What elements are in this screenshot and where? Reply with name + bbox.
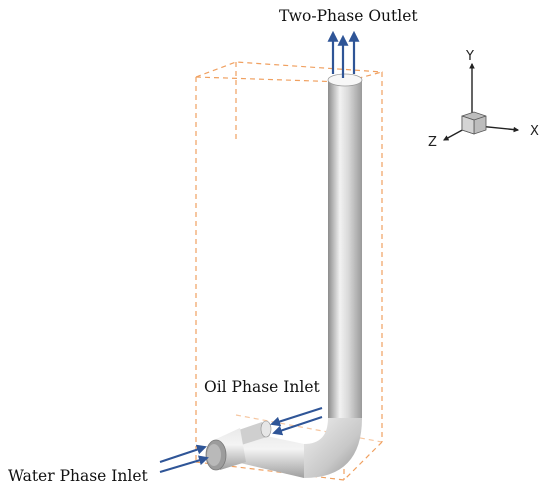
arrow-icon	[159, 444, 207, 463]
axis-x-label: X	[530, 124, 539, 139]
outlet-arrows	[327, 30, 360, 78]
axis-y-label: Y	[466, 49, 474, 64]
pipe-body	[205, 73, 363, 478]
axis-z-label: Z	[428, 135, 437, 150]
arrow-icon	[272, 416, 323, 436]
arrow-icon	[159, 455, 209, 473]
water-inlet-arrows	[159, 444, 209, 473]
arrow-icon	[270, 407, 323, 427]
outlet-label: Two-Phase Outlet	[279, 7, 418, 25]
oil-inlet-label: Oil Phase Inlet	[204, 378, 320, 396]
axis-triad-icon	[443, 62, 520, 141]
water-inlet-label: Water Phase Inlet	[8, 467, 148, 485]
oil-inlet-arrows	[270, 407, 323, 436]
